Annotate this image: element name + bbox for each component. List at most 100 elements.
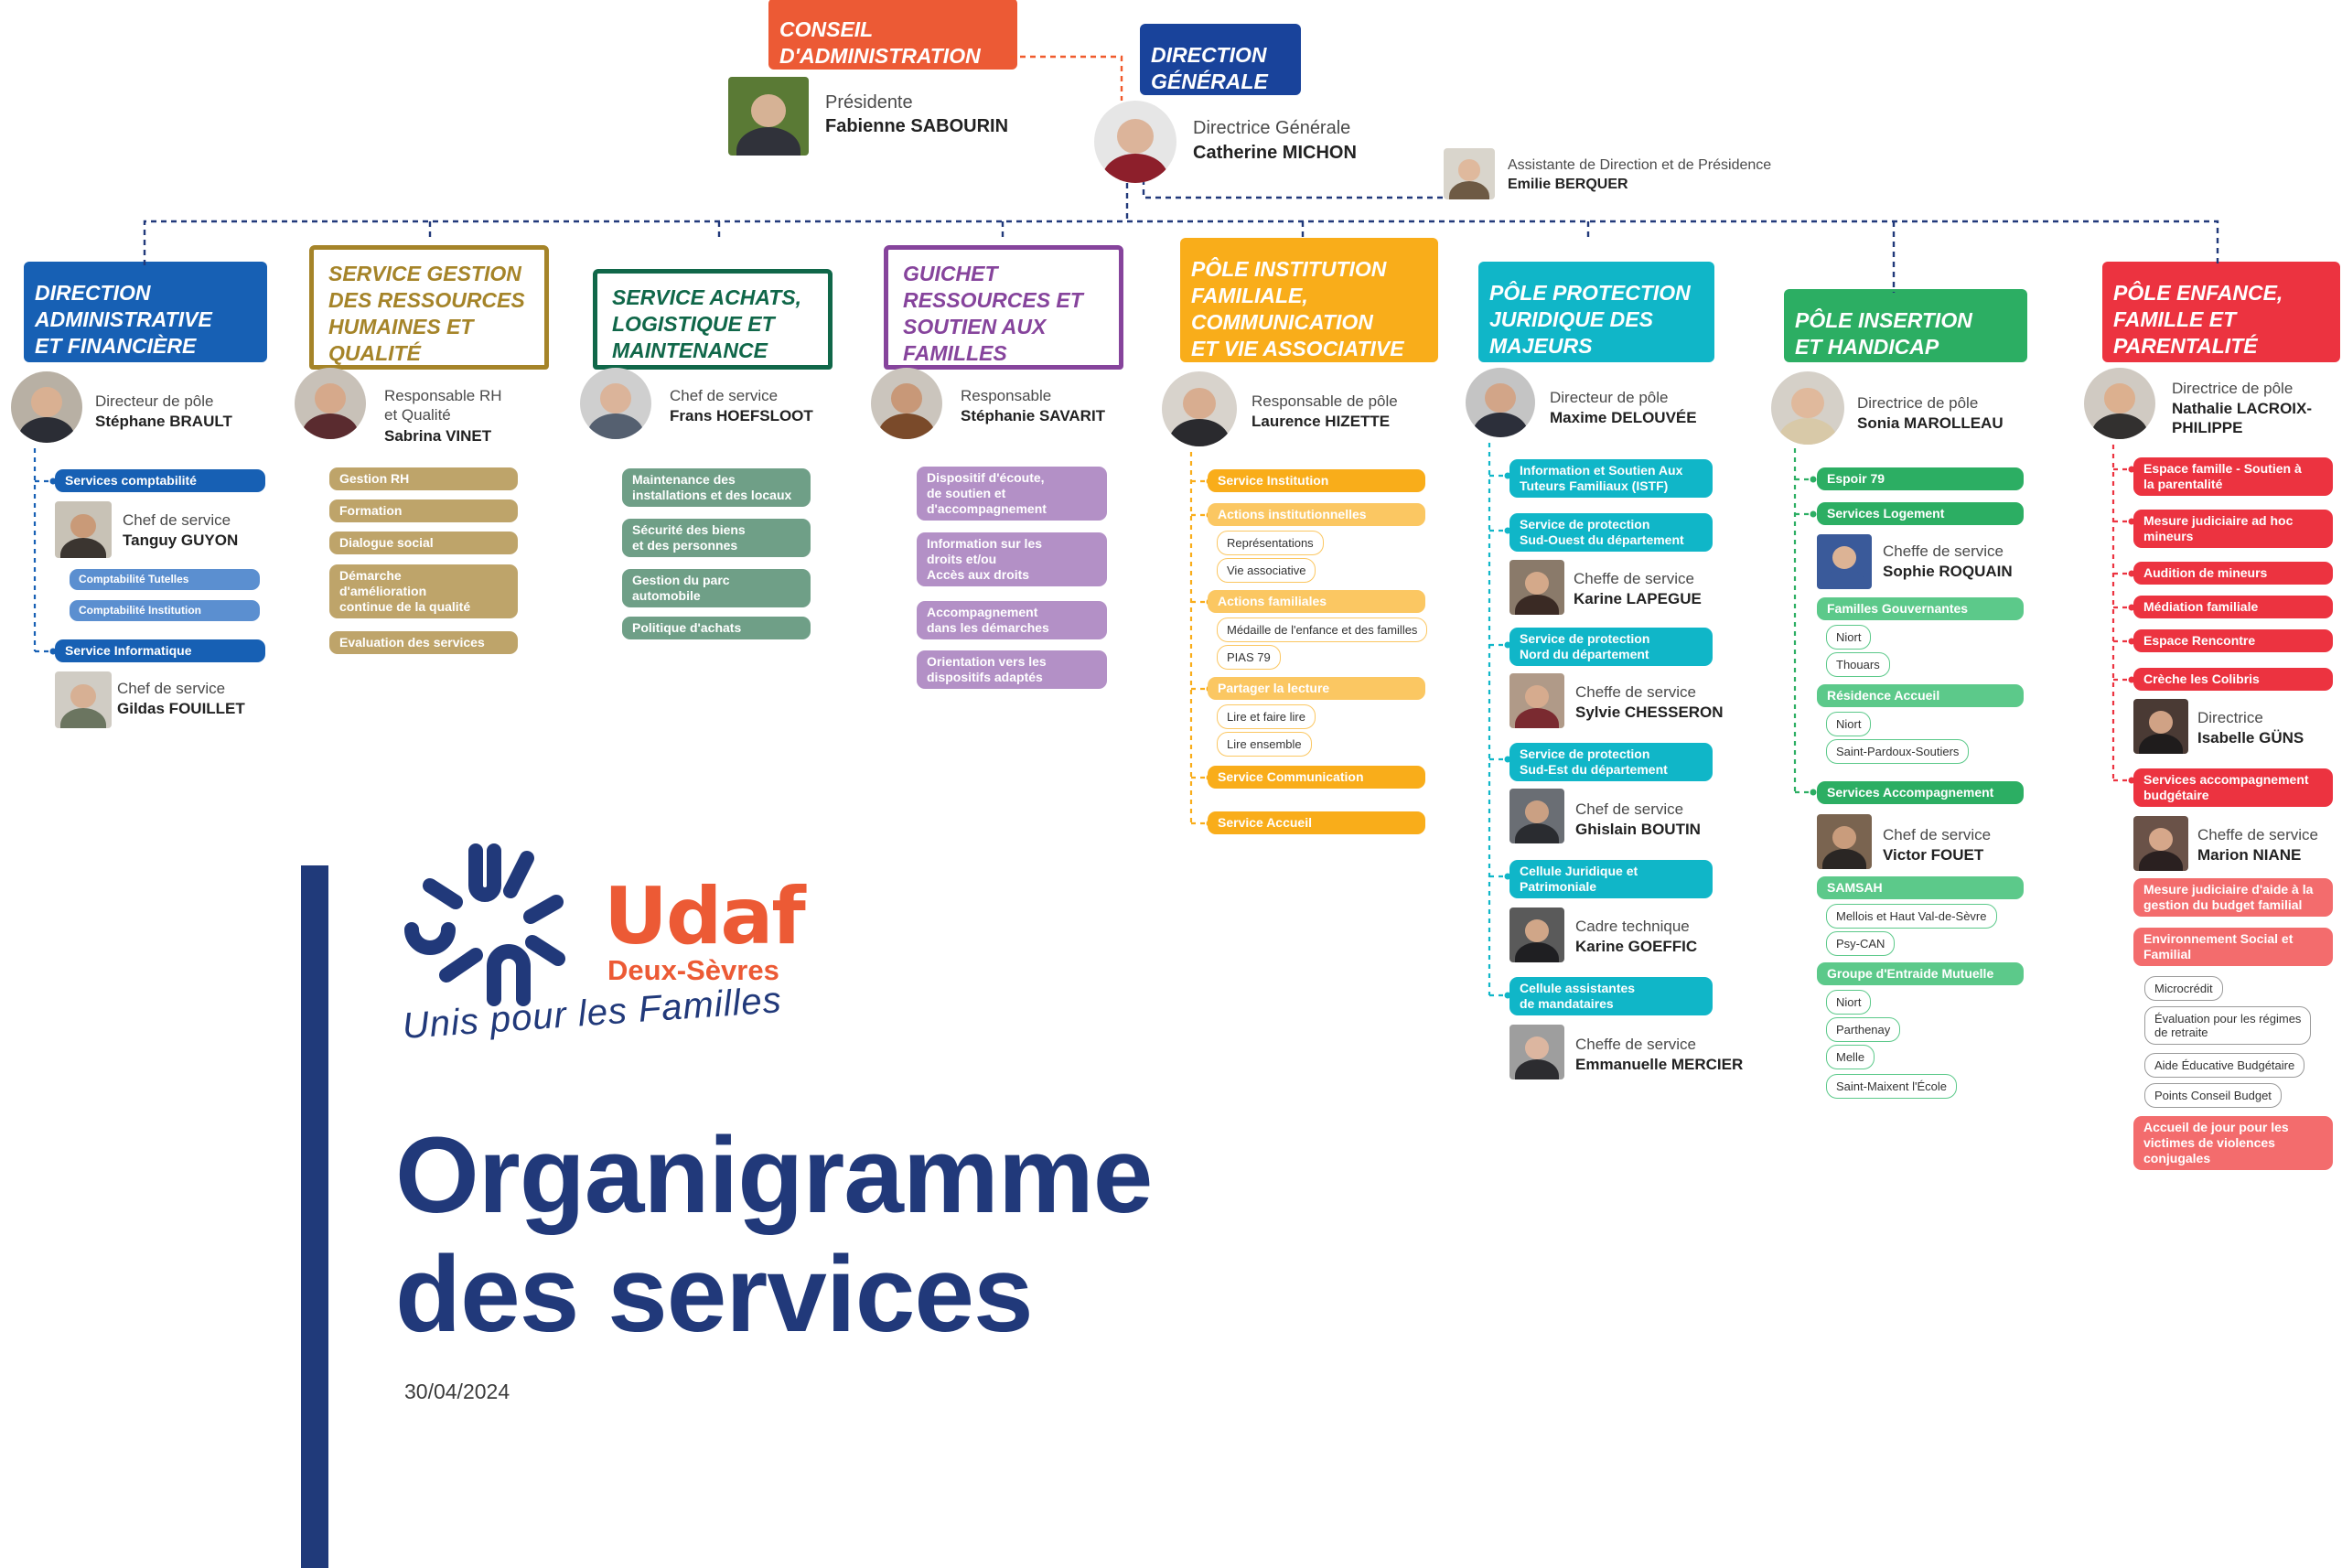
direction-name: Catherine MICHON xyxy=(1193,143,1357,163)
direction-role: Directrice Générale xyxy=(1193,118,1351,138)
pole-name: Frans HOEFSLOOT xyxy=(670,407,813,424)
avatar-chef xyxy=(2133,816,2188,871)
chef-name: Karine GOEFFIC xyxy=(1575,938,1698,955)
chef-name: Ghislain BOUTIN xyxy=(1575,821,1701,838)
service-pill: Groupe d'Entraide Mutuelle xyxy=(1817,962,2024,985)
sub-item: Mellois et Haut Val-de-Sèvre xyxy=(1826,904,1997,929)
sub-item: Melle xyxy=(1826,1045,1875,1069)
avatar-chef xyxy=(2133,699,2188,754)
pole-header-rh: Service gestion des ressources humaines … xyxy=(309,245,549,370)
page-title-line1: Organigramme xyxy=(395,1115,1153,1236)
pole-name: Stéphanie SAVARIT xyxy=(961,407,1106,424)
pole-name: Nathalie LACROIX- PHILIPPE xyxy=(2172,400,2313,436)
pole-name: Maxime DELOUVÉE xyxy=(1550,409,1697,426)
chef-role: Cadre technique xyxy=(1575,918,1690,935)
sub-item: Thouars xyxy=(1826,652,1890,677)
connector-dot xyxy=(1810,476,1817,483)
pole-header-enfance: Pôle enfance, famille et parentalité xyxy=(2099,262,2340,370)
sub-item: Points Conseil Budget xyxy=(2144,1083,2282,1108)
pole-name: Sonia MAROLLEAU xyxy=(1857,414,2004,432)
service-pill: Accueil de jour pour les victimes de vio… xyxy=(2133,1116,2333,1170)
chef-name: Isabelle GÜNS xyxy=(2197,729,2304,746)
sub-item: Évaluation pour les régimes de retraite xyxy=(2144,1006,2312,1045)
sub-item: Parthenay xyxy=(1826,1017,1901,1042)
service-pill: Espoir 79 xyxy=(1817,467,2024,490)
service-pill: Sécurité des biens et des personnes xyxy=(622,519,811,557)
document-date: 30/04/2024 xyxy=(404,1380,510,1403)
service-pill: Services comptabilité xyxy=(55,469,265,492)
chef-name: Sylvie CHESSERON xyxy=(1575,703,1724,721)
pole-role: Directrice de pôle xyxy=(1857,394,1979,412)
assistante-role: Assistante de Direction et de Présidence xyxy=(1508,157,1772,173)
chef-role: Chef de service xyxy=(1883,826,1992,843)
chef-role: Chef de service xyxy=(1575,800,1684,818)
service-pill: Politique d'achats xyxy=(622,617,811,639)
avatar-chef xyxy=(55,671,112,728)
service-pill: Démarche d'amélioration continue de la q… xyxy=(329,564,518,618)
service-pill: Actions institutionnelles xyxy=(1208,503,1425,526)
service-pill: Maintenance des installations et des loc… xyxy=(622,468,811,507)
service-pill: Service Informatique xyxy=(55,639,265,662)
connector-line xyxy=(1010,55,1123,101)
udaf-logo-word: Udaf xyxy=(604,871,806,962)
sub-item: Médaille de l'enfance et des familles xyxy=(1217,618,1428,642)
page-title-line2: des services xyxy=(395,1234,1034,1355)
chef-role: Chef de service xyxy=(117,680,226,697)
service-pill: Information sur les droits et/ou Accès a… xyxy=(917,532,1107,586)
sub-item: PIAS 79 xyxy=(1217,645,1281,670)
udaf-logo-icon xyxy=(404,843,565,1006)
service-pill: Services accompagnement budgétaire xyxy=(2133,768,2333,807)
avatar-pole-rh xyxy=(295,368,366,439)
service-pill: Formation xyxy=(329,499,518,522)
service-pill: Audition de mineurs xyxy=(2133,562,2333,585)
pole-role: Responsable xyxy=(961,387,1052,404)
avatar-direction xyxy=(1094,101,1176,183)
avatar-assistante xyxy=(1444,148,1495,199)
direction-generale-header: Direction générale xyxy=(1136,24,1301,102)
pole-role: Chef de service xyxy=(670,387,779,404)
chef-name: Sophie ROQUAIN xyxy=(1883,563,2013,580)
pole-header-guichet: Guichet ressources et soutien aux famill… xyxy=(884,245,1123,370)
chef-role: Cheffe de service xyxy=(2197,826,2318,843)
service-pill: Service de protection Nord du départemen… xyxy=(1509,628,1713,666)
sub-item: Aide Éducative Budgétaire xyxy=(2144,1053,2305,1078)
pole-header-daf: Direction administrative et financière xyxy=(20,262,267,370)
service-pill: Service Communication xyxy=(1208,766,1425,789)
avatar-pole-enfance xyxy=(2084,368,2155,439)
avatar-pole-daf xyxy=(11,371,82,443)
pole-name: Laurence HIZETTE xyxy=(1252,413,1391,430)
avatar-chef xyxy=(55,501,112,558)
service-pill: Comptabilité Institution xyxy=(70,600,260,621)
avatar-chef xyxy=(1817,814,1872,869)
sub-item: Niort xyxy=(1826,990,1872,1015)
avatar-chef xyxy=(1509,789,1564,843)
pole-name: Stéphane BRAULT xyxy=(95,413,232,430)
service-pill: SAMSAH xyxy=(1817,876,2024,899)
sub-item: Microcrédit xyxy=(2144,976,2223,1001)
service-pill: Mesure judiciaire ad hoc mineurs xyxy=(2133,510,2333,548)
chef-name: Gildas FOUILLET xyxy=(117,700,245,717)
service-pill: Accompagnement dans les démarches xyxy=(917,601,1107,639)
service-pill: Gestion RH xyxy=(329,467,518,490)
pole-role: Directeur de pôle xyxy=(95,392,214,410)
service-pill: Evaluation des services xyxy=(329,631,518,654)
avatar-pole-achats xyxy=(580,368,651,439)
pole-role: Responsable de pôle xyxy=(1252,392,1398,410)
sub-item: Lire ensemble xyxy=(1217,732,1312,757)
avatar-chef xyxy=(1817,534,1872,589)
service-pill: Dialogue social xyxy=(329,532,518,554)
pole-header-achats: Service achats, logistique et maintenanc… xyxy=(593,269,833,370)
sub-item: Saint-Pardoux-Soutiers xyxy=(1826,739,1970,764)
chef-role: Cheffe de service xyxy=(1575,1036,1696,1053)
service-pill: Service Accueil xyxy=(1208,811,1425,834)
service-pill: Services Logement xyxy=(1817,502,2024,525)
service-pill: Résidence Accueil xyxy=(1817,684,2024,707)
avatar-pole-insertion xyxy=(1771,371,1844,445)
pole-header-insertion: Pôle insertion et handicap xyxy=(1780,289,2027,370)
service-pill: Partager la lecture xyxy=(1208,677,1425,700)
chef-role: Chef de service xyxy=(123,511,231,529)
service-pill: Crèche les Colibris xyxy=(2133,668,2333,691)
service-pill: Service de protection Sud-Est du départe… xyxy=(1509,743,1713,781)
sub-item: Lire et faire lire xyxy=(1217,704,1316,729)
avatar-chef xyxy=(1509,673,1564,728)
